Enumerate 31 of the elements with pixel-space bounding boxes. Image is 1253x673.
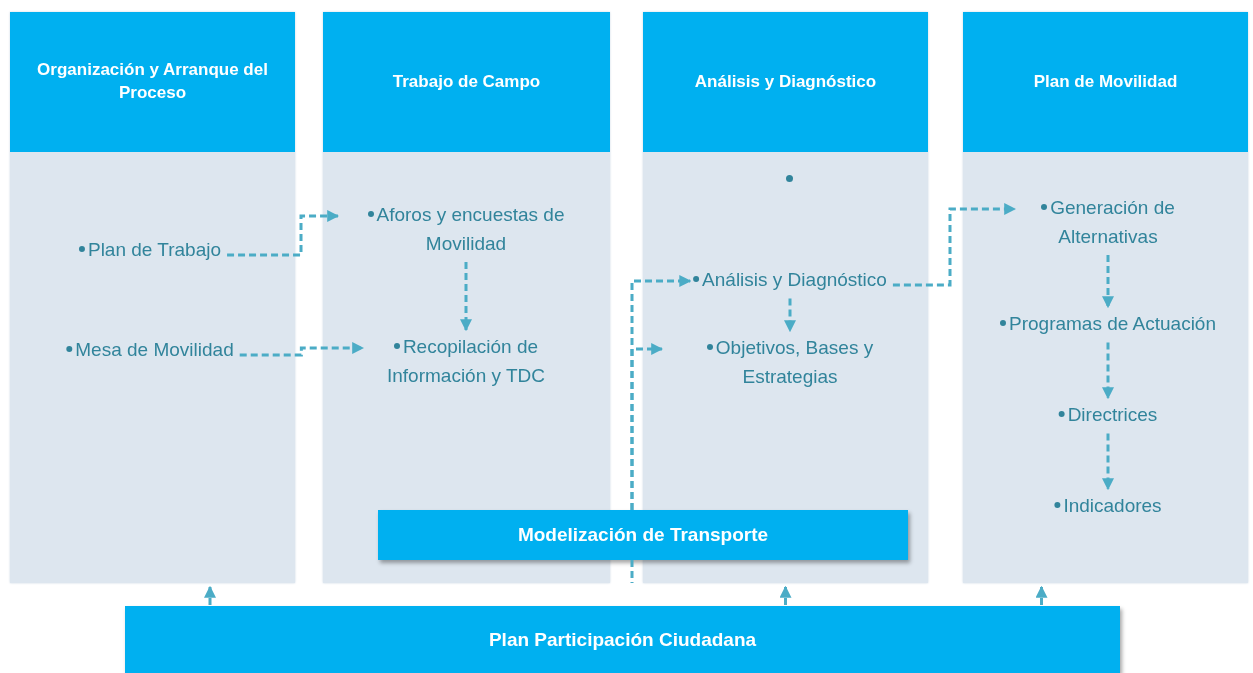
bullet-item: Objetivos, Bases y Estrategias (665, 334, 915, 391)
process-bar: Modelización de Transporte (378, 510, 908, 560)
dashed-arrow (1102, 342, 1114, 400)
dashed-arrow (784, 298, 796, 333)
column-header: Trabajo de Campo (323, 12, 610, 152)
dashed-arrow (779, 585, 792, 605)
column-panel (643, 12, 928, 583)
dashed-arrow (892, 203, 1017, 287)
dashed-arrow (1035, 585, 1048, 605)
dashed-arrow (239, 342, 365, 357)
column-panel (963, 12, 1248, 583)
column-header: Plan de Movilidad (963, 12, 1248, 152)
bullet-item: Aforos y encuestas de Movilidad (341, 201, 591, 258)
bullet-item: Análisis y Diagnóstico (693, 266, 887, 295)
bullet-item: Directrices (1058, 401, 1158, 430)
column-header: Organización y Arranque del Proceso (10, 12, 295, 152)
bullet-item: Indicadores (1054, 492, 1162, 521)
dashed-arrow (1102, 255, 1114, 309)
dashed-arrow (204, 585, 216, 605)
column-header: Análisis y Diagnóstico (643, 12, 928, 152)
dashed-arrow (1102, 433, 1114, 491)
dashed-arrow (460, 262, 472, 332)
bullet-item: Recopilación de Información y TDC (366, 333, 566, 390)
bullet-item: Programas de Actuación (1000, 310, 1216, 339)
bullet-item: Plan de Trabajo (78, 236, 222, 265)
dashed-arrow (227, 210, 340, 257)
dashed-arrow (630, 343, 664, 510)
process-bar: Plan Participación Ciudadana (125, 606, 1120, 673)
bullet-item: Mesa de Movilidad (66, 336, 234, 365)
column-panel (10, 12, 295, 583)
bullet-item: Generación de Alternativas (1018, 194, 1198, 251)
